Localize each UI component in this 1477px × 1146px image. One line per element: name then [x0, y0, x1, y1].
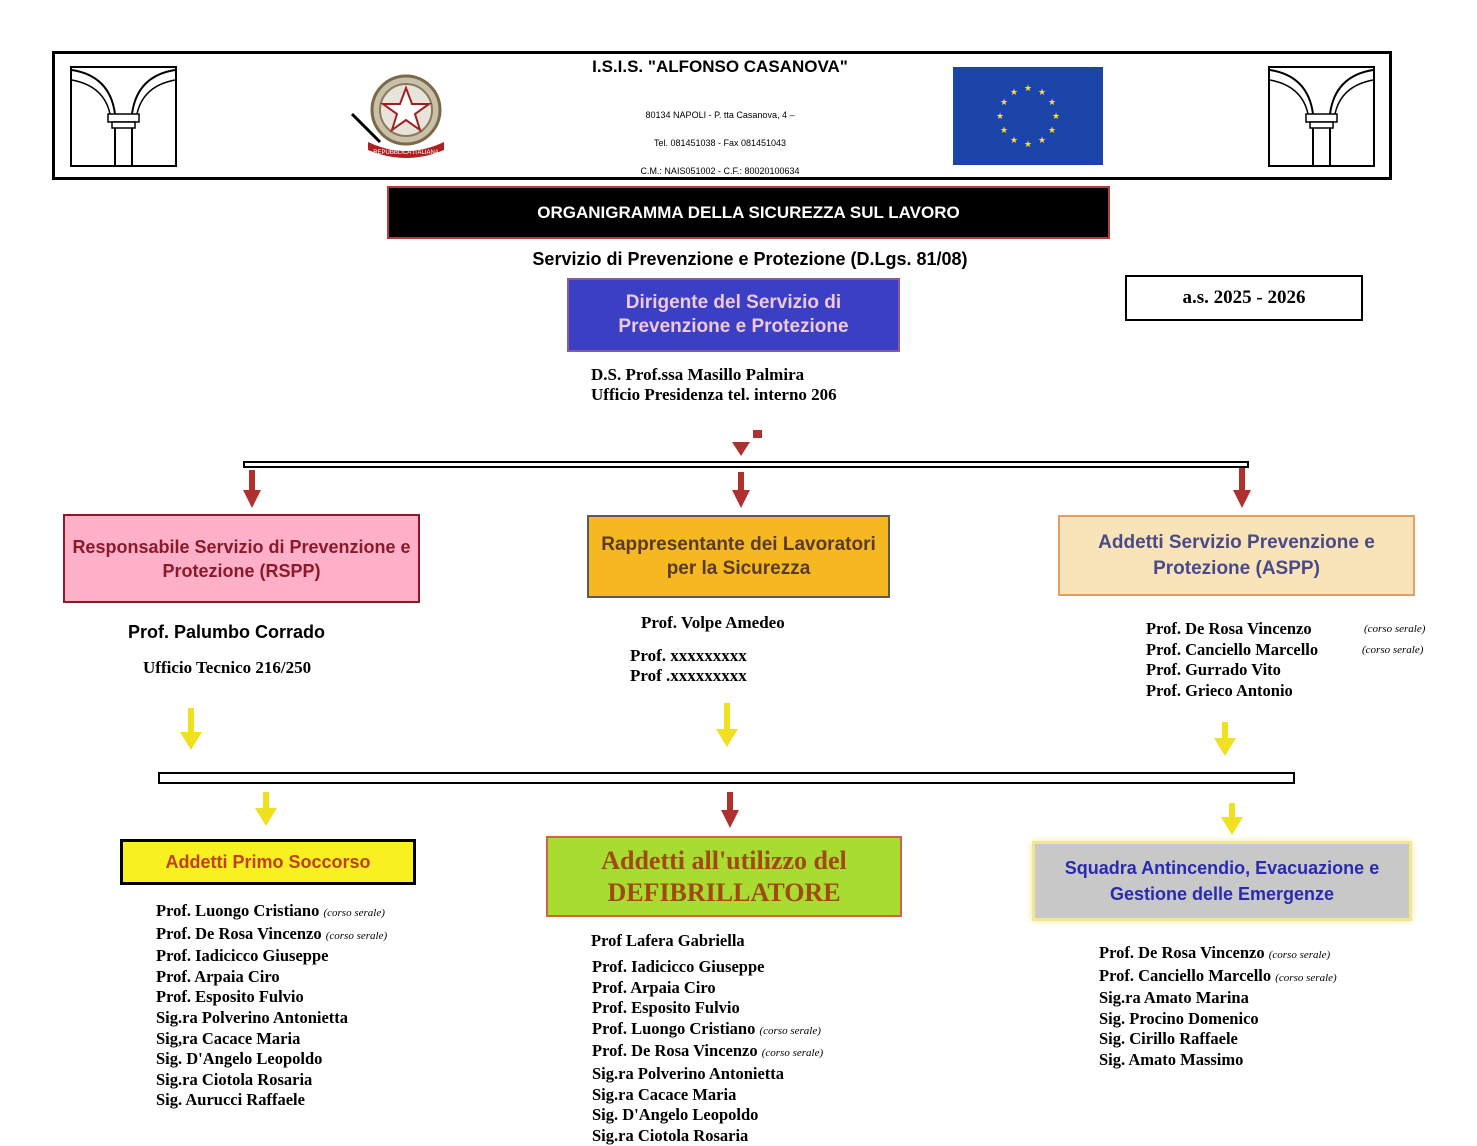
- list-item: Prof. Iadicicco Giuseppe: [592, 957, 765, 976]
- list-item: Sig. Procino Domenico: [1099, 1008, 1259, 1028]
- list-item: Prof. De Rosa Vincenzo (corso serale): [156, 923, 388, 943]
- rls-name: Prof. Volpe Amedeo: [641, 613, 785, 632]
- list-item: Sig. Aurucci Raffaele: [156, 1090, 305, 1110]
- dirigente-box: Dirigente del Servizio di Prevenzione e …: [567, 278, 900, 352]
- list-item: Prof. De Rosa Vincenzo (corso serale): [592, 1041, 824, 1061]
- red-down-arrow-icon: [732, 472, 750, 508]
- defibrillatore-list: Prof. Iadicicco Giuseppe Prof. Arpaia Ci…: [592, 957, 823, 1146]
- list-item: Prof. Arpaia Ciro: [592, 977, 716, 997]
- primo-soccorso-label: Addetti Primo Soccorso: [165, 851, 371, 872]
- red-down-arrow-icon: [721, 792, 739, 828]
- yellow-down-arrow-icon: [716, 703, 738, 747]
- yellow-down-arrow-icon: [1221, 803, 1243, 835]
- list-item: Sig.ra Cacace Maria: [592, 1084, 737, 1104]
- school-codes: C.M.: NAIS051002 - C.F.: 80020100634: [640, 166, 800, 176]
- list-item: Sig.ra Polverino Antonietta: [592, 1063, 785, 1083]
- emblem-text: REPUBBLICA ITALIANA: [373, 150, 439, 156]
- list-item: Prof. Grieco Antonio: [1146, 680, 1293, 700]
- school-phone: Tel. 081451038 - Fax 081451043: [653, 138, 787, 148]
- defibrillatore-label-2: DEFIBRILLATORE: [607, 877, 841, 907]
- red-down-arrow-icon: [1233, 468, 1251, 508]
- svg-text:★: ★: [1000, 126, 1008, 136]
- rspp-name: Prof. Palumbo Corrado: [128, 622, 326, 642]
- list-item: Sig. D'Angelo Leopoldo: [156, 1049, 323, 1069]
- rspp-box: Responsabile Servizio di Prevenzione e P…: [63, 514, 420, 603]
- primo-soccorso-list: Prof. Luongo Cristiano (corso serale) Pr…: [156, 901, 387, 1111]
- arch-logo-left: [70, 66, 177, 167]
- svg-text:★: ★: [1024, 84, 1032, 94]
- list-item: Prof. De Rosa Vincenzo(corso serale): [1146, 619, 1426, 638]
- svg-text:★: ★: [1024, 140, 1032, 150]
- aspp-label: Addetti Servizio Prevenzione e Protezion…: [1098, 531, 1375, 579]
- page-title: ORGANIGRAMMA DELLA SICUREZZA SUL LAVORO: [387, 186, 1110, 239]
- rls-other-1: Prof. xxxxxxxxx: [630, 646, 747, 665]
- rls-other-2: Prof .xxxxxxxxx: [630, 666, 747, 685]
- header-box: [52, 51, 1392, 180]
- svg-text:★: ★: [996, 112, 1004, 122]
- list-item: Prof. Canciello Marcello (corso serale): [1099, 965, 1337, 985]
- dirigente-name: D.S. Prof.ssa Masillo Palmira: [591, 365, 805, 384]
- school-year-box: a.s. 2025 - 2026: [1125, 275, 1363, 321]
- down-arrow-icon: [732, 430, 762, 456]
- defibrillatore-label-1: Addetti all'utilizzo del: [601, 845, 847, 875]
- list-item: Sig. D'Angelo Leopoldo: [592, 1105, 759, 1125]
- svg-text:★: ★: [1038, 88, 1046, 98]
- squadra-label: Squadra Antincendio, Evacuazione e Gesti…: [1064, 858, 1380, 904]
- list-item: Sig.ra Ciotola Rosaria: [592, 1125, 749, 1145]
- school-address: 80134 NAPOLI - P. tta Casanova, 4 –: [645, 110, 795, 120]
- svg-text:★: ★: [1048, 98, 1056, 108]
- yellow-down-arrow-icon: [1214, 722, 1236, 756]
- primo-soccorso-box: Addetti Primo Soccorso: [120, 839, 416, 885]
- rspp-label: Responsabile Servizio di Prevenzione e P…: [72, 536, 411, 581]
- list-item: Prof. Esposito Fulvio: [156, 987, 304, 1007]
- list-item: Prof. Canciello Marcello(corso serale): [1146, 639, 1424, 659]
- rls-box: Rappresentante dei Lavoratori per la Sic…: [587, 515, 890, 598]
- list-item: Prof. Arpaia Ciro: [156, 966, 280, 986]
- svg-text:★: ★: [1010, 136, 1018, 146]
- svg-text:★: ★: [1010, 88, 1018, 98]
- aspp-list: Prof. De Rosa Vincenzo(corso serale) Pro…: [1146, 619, 1426, 701]
- list-item: Prof. Luongo Cristiano (corso serale): [156, 901, 385, 920]
- connector-line-bottom: [158, 772, 1295, 784]
- eu-flag-icon: ★★★ ★★★ ★★★ ★★★: [953, 67, 1103, 165]
- svg-text:★: ★: [1048, 126, 1056, 136]
- rspp-office: Ufficio Tecnico 216/250: [143, 658, 312, 677]
- aspp-box: Addetti Servizio Prevenzione e Protezion…: [1058, 515, 1415, 596]
- list-item: Prof. De Rosa Vincenzo (corso serale): [1099, 943, 1331, 962]
- svg-text:★: ★: [1052, 112, 1060, 122]
- list-item: Prof. Iadicicco Giuseppe: [156, 946, 329, 966]
- squadra-box: Squadra Antincendio, Evacuazione e Gesti…: [1032, 841, 1412, 921]
- italian-emblem-icon: REPUBBLICA ITALIANA: [350, 74, 444, 158]
- list-item: Sig.ra Ciotola Rosaria: [156, 1069, 313, 1089]
- list-item: Sig. Amato Massimo: [1099, 1049, 1244, 1069]
- red-down-arrow-icon: [243, 470, 261, 508]
- list-item: Sig.ra Polverino Antonietta: [156, 1007, 349, 1027]
- yellow-down-arrow-icon: [255, 792, 277, 826]
- arch-logo-right: [1268, 66, 1375, 167]
- squadra-list: Prof. De Rosa Vincenzo (corso serale) Pr…: [1099, 943, 1337, 1071]
- svg-text:★: ★: [1000, 98, 1008, 108]
- school-name: I.S.I.S. "ALFONSO CASANOVA": [592, 57, 848, 76]
- defibrillatore-first-member: Prof Lafera Gabriella: [591, 931, 745, 950]
- list-item: Sig,ra Cacace Maria: [156, 1028, 301, 1048]
- list-item: Sig.ra Amato Marina: [1099, 988, 1249, 1008]
- yellow-down-arrow-icon: [180, 708, 202, 750]
- page-subtitle: Servizio di Prevenzione e Protezione (D.…: [532, 249, 968, 269]
- dirigente-office: Ufficio Presidenza tel. interno 206: [591, 385, 837, 404]
- list-item: Prof. Luongo Cristiano (corso serale): [592, 1018, 821, 1038]
- connector-line-top: [243, 461, 1249, 468]
- svg-text:★: ★: [1038, 136, 1046, 146]
- rls-label: Rappresentante dei Lavoratori per la Sic…: [601, 533, 876, 579]
- defibrillatore-box: Addetti all'utilizzo del DEFIBRILLATORE: [546, 836, 902, 917]
- dirigente-label: Dirigente del Servizio di Prevenzione e …: [618, 292, 849, 337]
- list-item: Sig. Cirillo Raffaele: [1099, 1029, 1238, 1049]
- list-item: Prof. Gurrado Vito: [1146, 660, 1281, 680]
- list-item: Prof. Esposito Fulvio: [592, 998, 740, 1018]
